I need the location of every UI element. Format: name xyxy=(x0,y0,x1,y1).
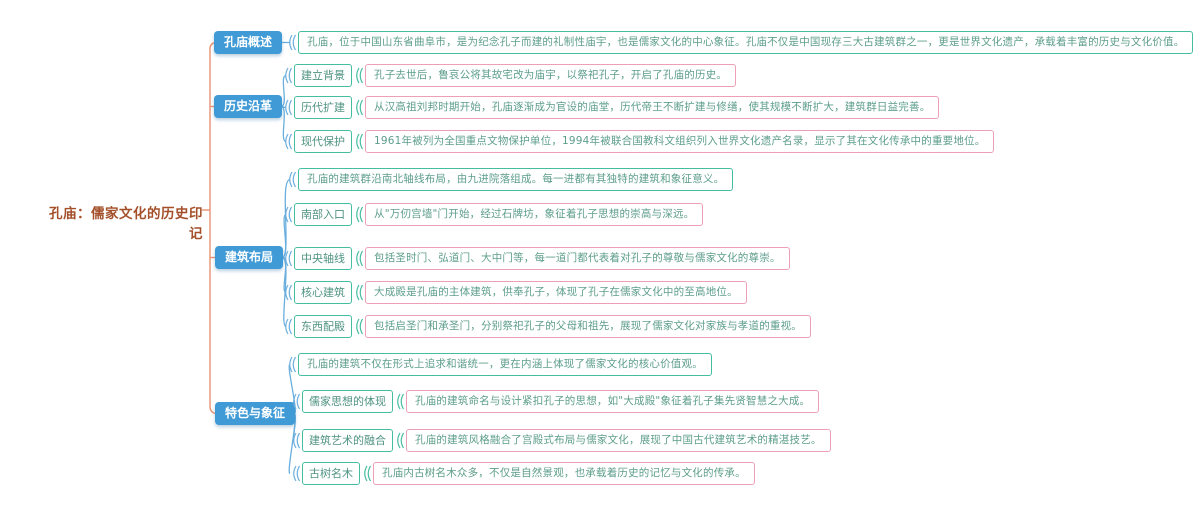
branch-link-arcs-icon xyxy=(287,353,296,376)
branch-overview[interactable]: 孔庙概述 xyxy=(214,31,283,54)
label-link-arcs-icon xyxy=(354,96,363,119)
branch-features[interactable]: 特色与象征 xyxy=(215,402,296,425)
branch-link-arcs-icon xyxy=(283,64,292,87)
node-text[interactable]: 大成殿是孔庙的主体建筑，供奉孔子，体现了孔子在儒家文化中的至高地位。 xyxy=(365,281,747,304)
branch-link-arcs-icon xyxy=(287,31,296,54)
node-label[interactable]: 中央轴线 xyxy=(294,247,352,270)
branch-link-arcs-icon xyxy=(283,130,292,153)
node-text[interactable]: 孔庙内古树名木众多，不仅是自然景观，也承载着历史的记忆与文化的传承。 xyxy=(373,462,755,485)
branch-link-arcs-icon xyxy=(283,281,292,304)
node-central-axis-row: 中央轴线 包括圣时门、弘道门、大中门等，每一道门都代表着对孔子的尊敬与儒家文化的… xyxy=(283,247,790,270)
label-link-arcs-icon xyxy=(362,462,371,485)
label-link-arcs-icon xyxy=(354,247,363,270)
node-label[interactable]: 历代扩建 xyxy=(294,96,352,119)
branch-link-arcs-icon xyxy=(283,247,292,270)
node-label[interactable]: 南部入口 xyxy=(294,203,352,226)
node-text[interactable]: 孔庙的建筑群沿南北轴线布局，由九进院落组成。每一进都有其独特的建筑和象征意义。 xyxy=(298,168,734,191)
branch-link-arcs-icon xyxy=(291,390,300,413)
node-text[interactable]: 包括启圣门和承圣门，分别祭祀孔子的父母和祖先，展现了儒家文化对家族与孝道的重视。 xyxy=(365,315,811,338)
node-label[interactable]: 现代保护 xyxy=(294,130,352,153)
branch-link-arcs-icon xyxy=(287,168,296,191)
node-protection-row: 现代保护 1961年被列为全国重点文物保护单位，1994年被联合国教科文组织列入… xyxy=(283,130,995,153)
node-text[interactable]: 1961年被列为全国重点文物保护单位，1994年被联合国教科文组织列入世界文化遗… xyxy=(365,130,995,153)
node-side-halls-row: 东西配殿 包括启圣门和承圣门，分别祭祀孔子的父母和祖先，展现了儒家文化对家族与孝… xyxy=(283,315,811,338)
node-overview-text-row: 孔庙，位于中国山东省曲阜市，是为纪念孔子而建的礼制性庙宇，也是儒家文化的中心象征… xyxy=(287,31,1194,54)
branch-link-arcs-icon xyxy=(283,96,292,119)
node-features-intro-row: 孔庙的建筑不仅在形式上追求和谐统一，更在内涵上体现了儒家文化的核心价值观。 xyxy=(287,353,712,376)
node-expansion-row: 历代扩建 从汉高祖刘邦时期开始，孔庙逐渐成为官设的庙堂，历代帝王不断扩建与修缮，… xyxy=(283,96,940,119)
node-ancient-trees-row: 古树名木 孔庙内古树名木众多，不仅是自然景观，也承载着历史的记忆与文化的传承。 xyxy=(291,462,755,485)
node-text[interactable]: 包括圣时门、弘道门、大中门等，每一道门都代表着对孔子的尊敬与儒家文化的尊崇。 xyxy=(365,247,790,270)
node-text[interactable]: 从汉高祖刘邦时期开始，孔庙逐渐成为官设的庙堂，历代帝王不断扩建与修缮，使其规模不… xyxy=(365,96,940,119)
node-layout-intro-row: 孔庙的建筑群沿南北轴线布局，由九进院落组成。每一进都有其独特的建筑和象征意义。 xyxy=(287,168,734,191)
node-text[interactable]: 孔庙的建筑风格融合了宫殿式布局与儒家文化，展现了中国古代建筑艺术的精湛技艺。 xyxy=(406,429,831,452)
label-link-arcs-icon xyxy=(354,315,363,338)
node-core-building-row: 核心建筑 大成殿是孔庙的主体建筑，供奉孔子，体现了孔子在儒家文化中的至高地位。 xyxy=(283,281,747,304)
node-text[interactable]: 孔庙，位于中国山东省曲阜市，是为纪念孔子而建的礼制性庙宇，也是儒家文化的中心象征… xyxy=(298,31,1194,54)
node-confucian-thought-row: 儒家思想的体现 孔庙的建筑命名与设计紧扣孔子的思想，如"大成殿"象征着孔子集先贤… xyxy=(291,390,820,413)
node-south-entrance-row: 南部入口 从"万仞宫墙"门开始，经过石牌坊，象征着孔子思想的崇高与深远。 xyxy=(283,203,704,226)
branch-link-arcs-icon xyxy=(283,203,292,226)
node-text[interactable]: 孔庙的建筑命名与设计紧扣孔子的思想，如"大成殿"象征着孔子集先贤智慧之大成。 xyxy=(406,390,820,413)
label-link-arcs-icon xyxy=(354,64,363,87)
node-label[interactable]: 儒家思想的体现 xyxy=(302,390,393,413)
label-link-arcs-icon xyxy=(395,429,404,452)
node-label[interactable]: 建立背景 xyxy=(294,64,352,87)
node-architecture-art-row: 建筑艺术的融合 孔庙的建筑风格融合了宫殿式布局与儒家文化，展现了中国古代建筑艺术… xyxy=(291,429,831,452)
branch-layout[interactable]: 建筑布局 xyxy=(215,246,284,269)
label-link-arcs-icon xyxy=(395,390,404,413)
node-founding-row: 建立背景 孔子去世后，鲁哀公将其故宅改为庙宇，以祭祀孔子，开启了孔庙的历史。 xyxy=(283,64,737,87)
label-link-arcs-icon xyxy=(354,130,363,153)
node-text[interactable]: 孔庙的建筑不仅在形式上追求和谐统一，更在内涵上体现了儒家文化的核心价值观。 xyxy=(298,353,712,376)
label-link-arcs-icon xyxy=(354,203,363,226)
label-link-arcs-icon xyxy=(354,281,363,304)
node-text[interactable]: 孔子去世后，鲁哀公将其故宅改为庙宇，以祭祀孔子，开启了孔庙的历史。 xyxy=(365,64,737,87)
node-text[interactable]: 从"万仞宫墙"门开始，经过石牌坊，象征着孔子思想的崇高与深远。 xyxy=(365,203,704,226)
root-topic[interactable]: 孔庙：儒家文化的历史印记 xyxy=(49,206,203,242)
node-label[interactable]: 核心建筑 xyxy=(294,281,352,304)
branch-link-arcs-icon xyxy=(291,462,300,485)
node-label[interactable]: 建筑艺术的融合 xyxy=(302,429,393,452)
node-label[interactable]: 古树名木 xyxy=(302,462,360,485)
branch-link-arcs-icon xyxy=(291,429,300,452)
branch-history[interactable]: 历史沿革 xyxy=(214,95,283,118)
branch-link-arcs-icon xyxy=(283,315,292,338)
node-label[interactable]: 东西配殿 xyxy=(294,315,352,338)
